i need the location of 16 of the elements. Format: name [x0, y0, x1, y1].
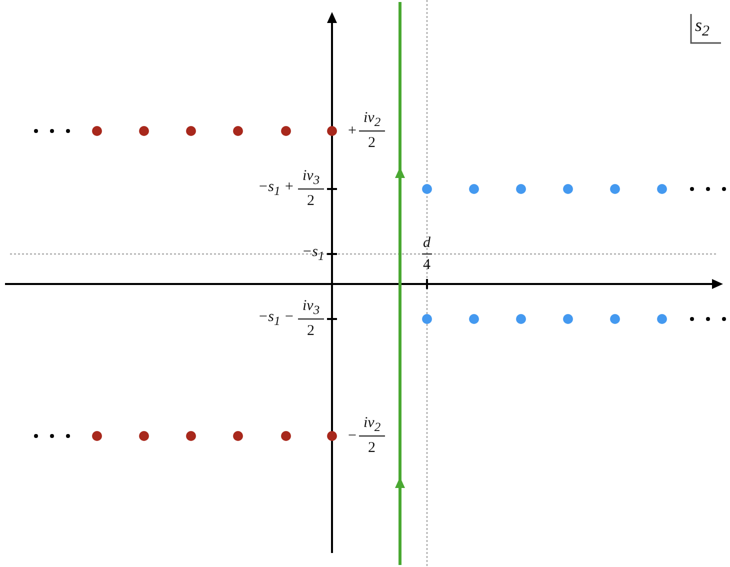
axis-label: iν$_{2}$	[364, 416, 381, 434]
plane-label: s$_{2}$	[695, 16, 710, 40]
axis-label: iν$_{3}$	[302, 299, 320, 316]
axis-label: +	[348, 124, 356, 138]
axis-label: 2	[368, 440, 376, 456]
axis-label: 2	[307, 194, 314, 208]
axis-label: iν$_{2}$	[364, 111, 381, 128]
axis-label: −	[348, 428, 356, 444]
axis-label: iν$_{3}$	[302, 169, 320, 186]
axis-label: 2	[368, 136, 376, 150]
axis-label: 4	[423, 258, 430, 272]
axis-label: d	[423, 236, 430, 250]
axis-label: −s$_{1}$	[302, 245, 324, 262]
axis-label: −s$_{1}$ −	[258, 310, 294, 328]
axis-label: −s$_{1}$ +	[258, 180, 294, 198]
axis-label: 2	[307, 324, 314, 338]
